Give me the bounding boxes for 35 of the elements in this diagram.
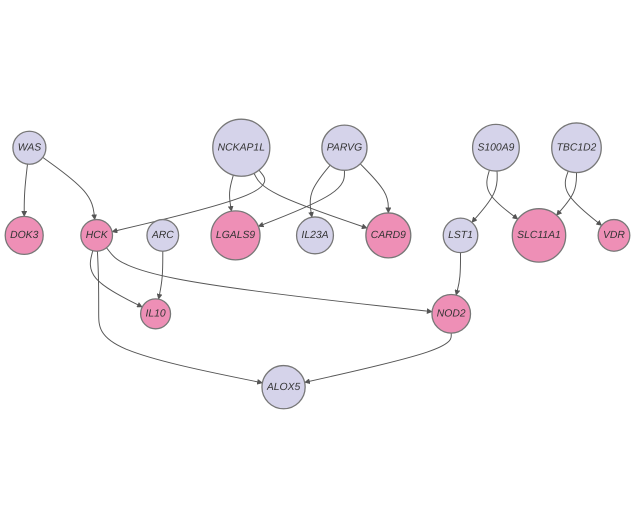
node-circle: NOD2: [431, 294, 472, 334]
arrow: [486, 170, 518, 220]
arrow: [106, 247, 432, 314]
node-circle: LGALS9: [210, 210, 261, 261]
node-circle: IL23A: [296, 216, 334, 254]
node-circle: ARC: [146, 218, 180, 252]
node-circle: VDR: [598, 218, 630, 252]
arrow: [556, 172, 577, 216]
node-circle: ALOX5: [261, 364, 306, 410]
node-circle: IL10: [140, 298, 172, 330]
node-circle: S100A9: [472, 124, 520, 172]
node-circle: SLC11A1: [512, 208, 566, 263]
node-circle: WAS: [12, 130, 47, 165]
arrow: [156, 250, 164, 300]
arrow: [90, 250, 142, 308]
node-circle: TBC1D2: [551, 122, 602, 174]
arrow: [42, 156, 97, 220]
arrow: [472, 170, 498, 223]
node-circle: CARD9: [365, 212, 412, 259]
arrow: [564, 170, 602, 226]
arrow: [258, 170, 345, 228]
arrow: [21, 164, 28, 217]
arrow: [96, 250, 263, 385]
node-circle: PARVG: [321, 124, 368, 171]
arrow: [454, 252, 461, 296]
arrow: [360, 163, 392, 214]
node-circle: LST1: [442, 217, 478, 254]
arrow: [254, 172, 368, 230]
node-circle: HCK: [80, 218, 114, 252]
node-circle: DOK3: [4, 216, 44, 256]
arrow: [304, 332, 452, 384]
arrow: [228, 174, 234, 212]
arrow: [308, 164, 331, 218]
node-circle: NCKAP1L: [212, 118, 270, 177]
arrow: [112, 170, 266, 234]
